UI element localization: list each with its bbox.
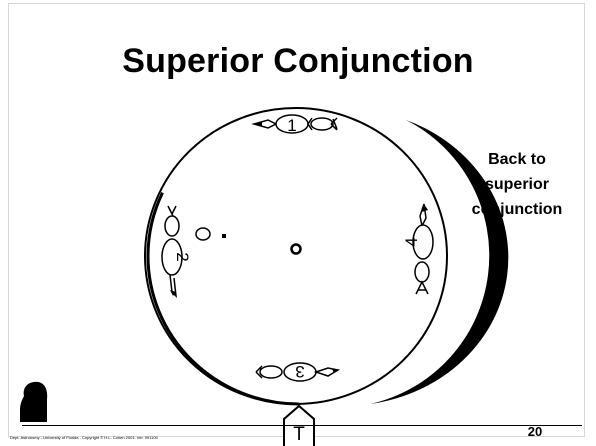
- observer-blob: [20, 382, 47, 422]
- small-dot: [222, 234, 226, 238]
- small-body: [196, 228, 210, 240]
- position-label-3: 3: [295, 362, 304, 381]
- position-label-1: 1: [287, 116, 296, 135]
- position-label-2: 2: [173, 252, 192, 261]
- footer-credit: Dept. Astronomy - University of Florida …: [10, 435, 158, 440]
- footer-rule: [22, 425, 582, 426]
- page-number: 20: [520, 424, 550, 439]
- earth-marker: T: [284, 406, 314, 446]
- earth-label: T: [293, 424, 305, 445]
- position-label-4: 4: [402, 237, 421, 246]
- sun-marker: [292, 245, 301, 254]
